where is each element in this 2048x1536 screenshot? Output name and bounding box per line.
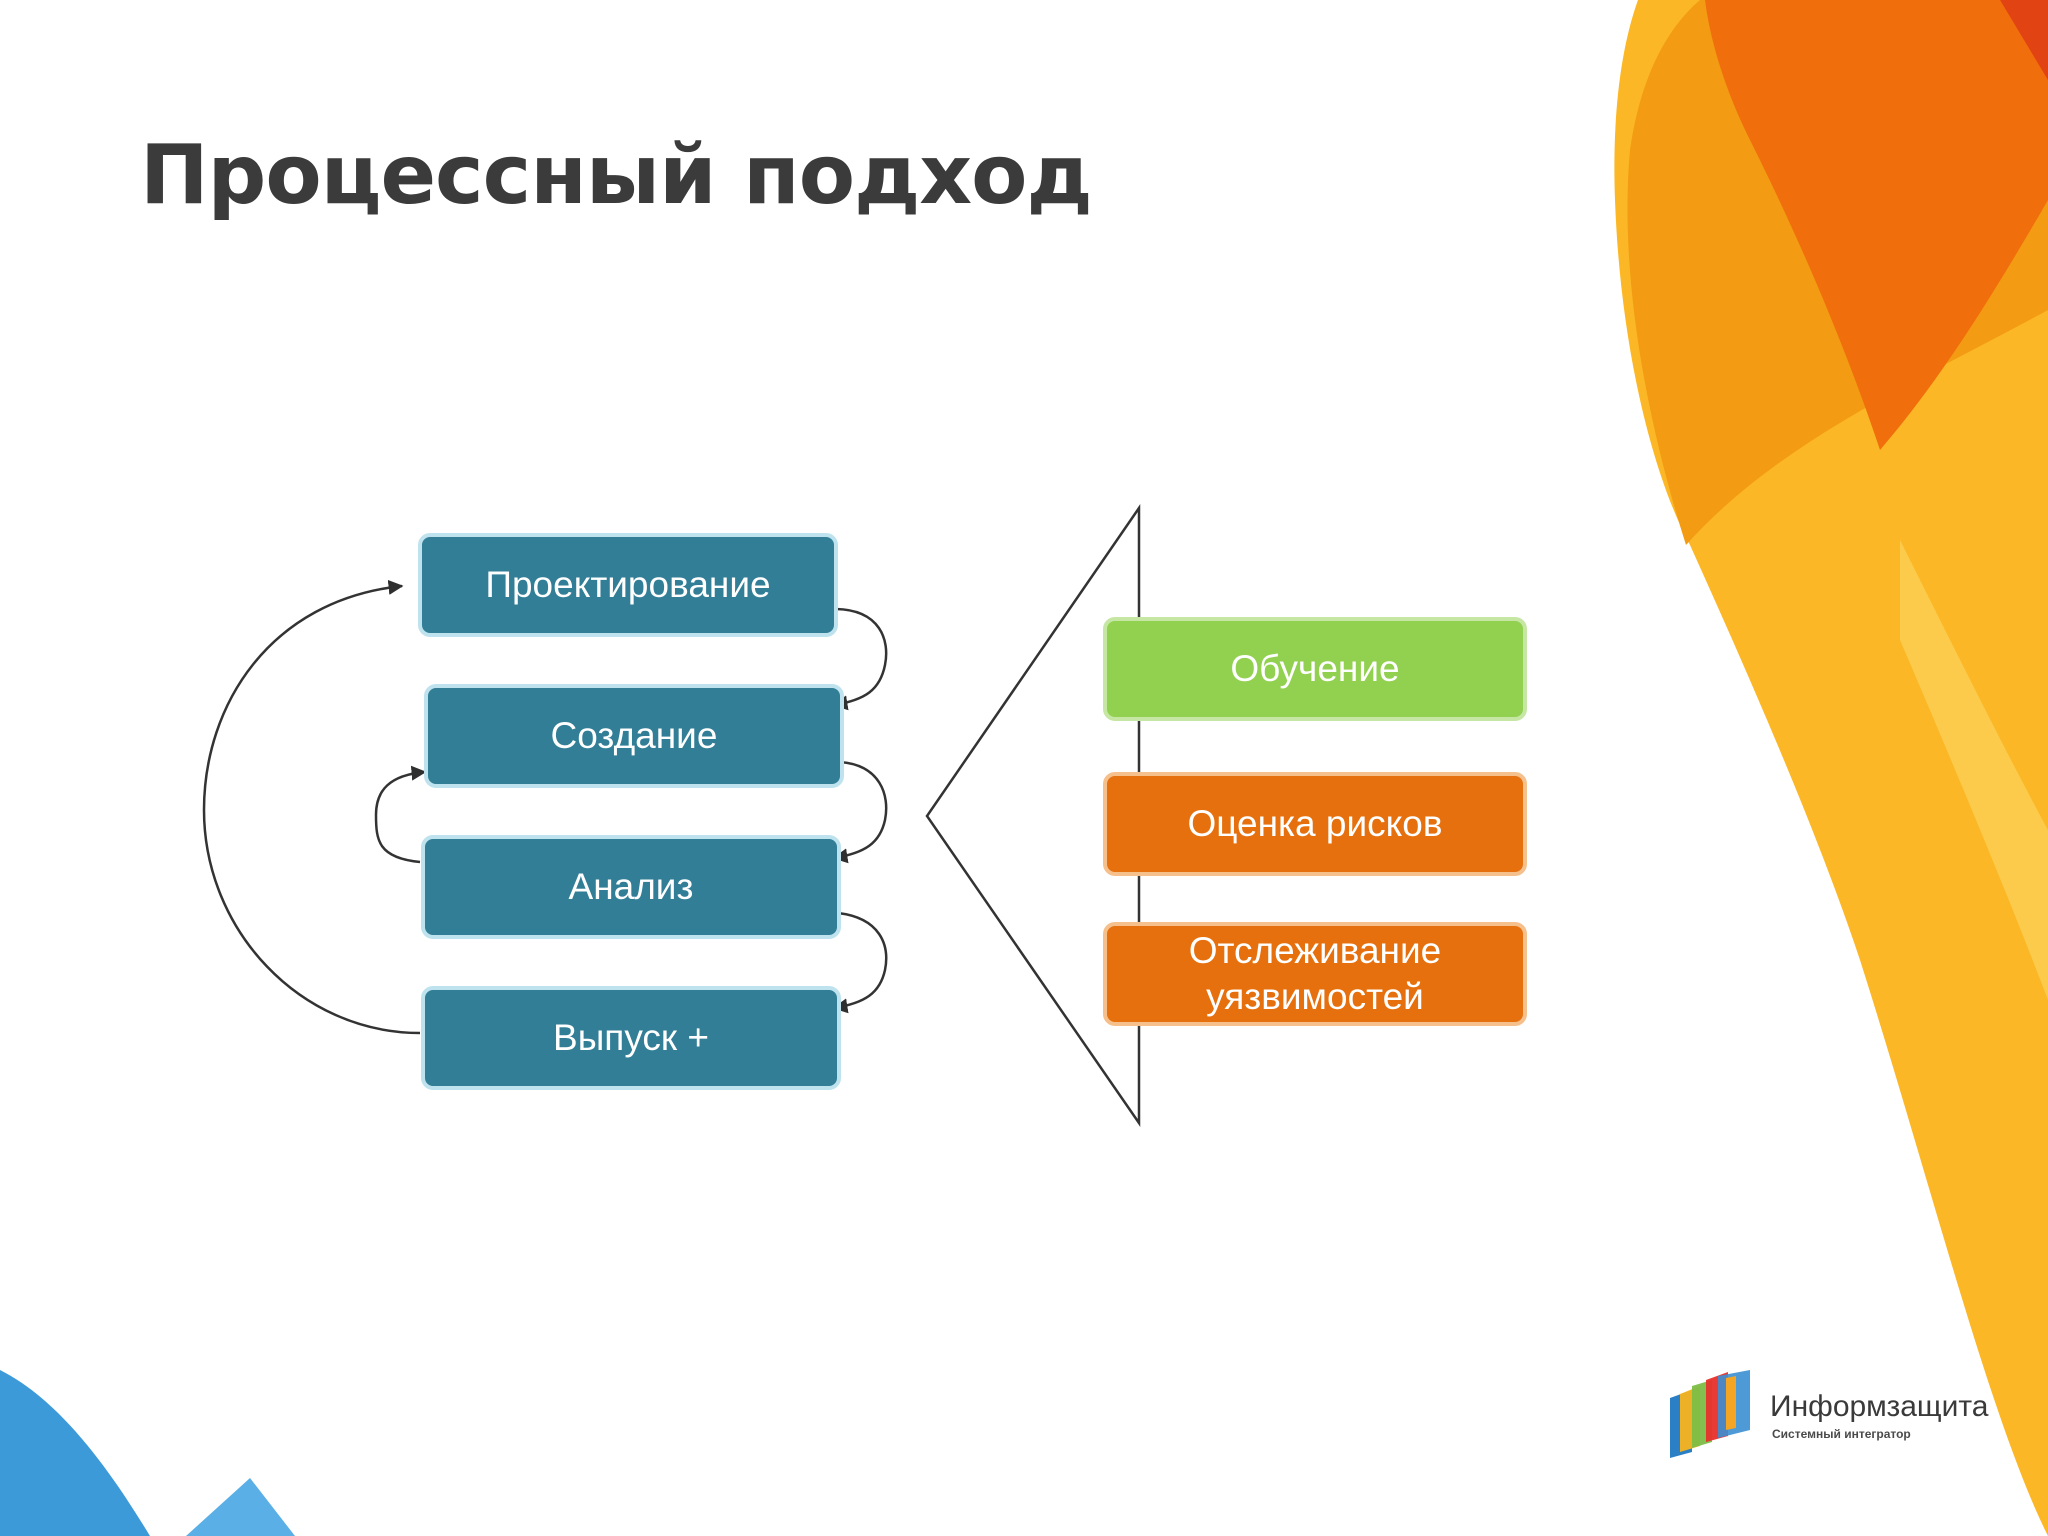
practice-training: Обучение [1103,617,1527,721]
arrow-outer-loop [202,579,421,1035]
process-step-analysis: Анализ [421,835,841,939]
arrow-step-3-to-4 [832,911,888,1014]
yellow-shape-light [1900,540,2048,1000]
arrow-inner-loop [374,765,427,864]
process-step-release: Выпуск + [421,986,841,1090]
blue-shape-left [0,1370,150,1536]
process-step-creation: Создание [424,684,844,788]
logo-mark-icon [1670,1370,1750,1458]
process-step-design: Проектирование [418,533,838,637]
company-logo: Информзащита Системный интегратор [1670,1370,1988,1462]
logo-tagline: Системный интегратор [1772,1427,1911,1441]
arrow-step-1-to-2 [832,607,888,711]
logo-name: Информзащита [1770,1390,1989,1423]
blue-shape-right [186,1478,295,1536]
practice-vulnerability-tracking: Отслеживание уязвимостей [1103,922,1527,1026]
red-shape [2000,0,2048,80]
arrow-step-2-to-3 [832,760,888,864]
page-title: Процессный подход [140,128,1093,223]
practice-risk-assessment: Оценка рисков [1103,772,1527,876]
deep-orange-shape [1705,0,2048,450]
